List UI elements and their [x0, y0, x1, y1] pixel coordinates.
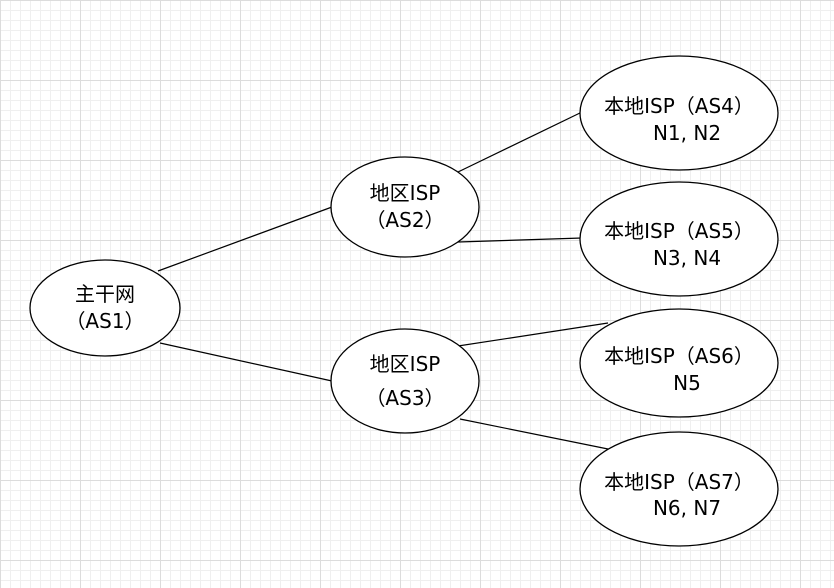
- local-as7-ellipse: [579, 431, 779, 547]
- local-as4-label: 本地ISP（AS4）: [604, 94, 754, 118]
- local-as4-networks: N1, N2: [653, 121, 721, 145]
- edge-as2-as5: [457, 237, 583, 243]
- local-as6-networks: N5: [673, 371, 701, 395]
- local-as4-ellipse: [579, 55, 779, 171]
- regional-as3-ellipse: [330, 328, 480, 434]
- edge-backbone-as3: [159, 342, 333, 382]
- local-as6-ellipse: [579, 308, 779, 418]
- regional-as3-label: 地区ISP: [370, 352, 441, 376]
- node-backbone-as1: 主干网 （AS1）: [29, 259, 181, 357]
- local-as7-label: 本地ISP（AS7）: [604, 470, 754, 494]
- node-local-isp-as5: 本地ISP（AS5） N3, N4: [579, 181, 779, 297]
- local-as5-label: 本地ISP（AS5）: [604, 219, 754, 243]
- local-as5-networks: N3, N4: [653, 246, 721, 270]
- backbone-as-label: （AS1）: [65, 309, 144, 333]
- backbone-ellipse: [29, 259, 181, 357]
- local-as7-networks: N6, N7: [653, 496, 721, 520]
- regional-as2-label: 地区ISP: [370, 181, 441, 205]
- local-as6-label: 本地ISP（AS6）: [604, 344, 754, 368]
- edge-as3-as6: [457, 322, 609, 347]
- node-local-isp-as7: 本地ISP（AS7） N6, N7: [579, 431, 779, 547]
- node-regional-isp-as2: 地区ISP （AS2）: [330, 156, 480, 258]
- edge-backbone-as2: [157, 206, 333, 272]
- regional-as3-as-label: （AS3）: [365, 386, 444, 410]
- node-regional-isp-as3: 地区ISP （AS3）: [330, 328, 480, 434]
- node-local-isp-as4: 本地ISP（AS4） N1, N2: [579, 55, 779, 171]
- connection-lines: [157, 111, 609, 450]
- edge-as3-as7: [459, 418, 609, 450]
- regional-as2-as-label: （AS2）: [365, 208, 444, 232]
- regional-as2-ellipse: [330, 156, 480, 258]
- node-local-isp-as6: 本地ISP（AS6） N5: [579, 308, 779, 418]
- backbone-label: 主干网: [75, 282, 135, 306]
- local-as5-ellipse: [579, 181, 779, 297]
- edge-as2-as4: [457, 111, 583, 173]
